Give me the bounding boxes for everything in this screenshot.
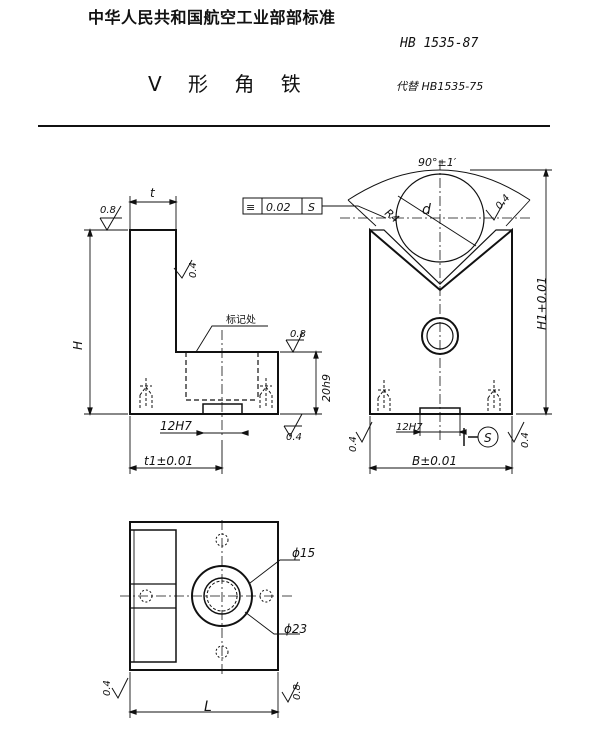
side-view [242, 160, 552, 474]
angle-tolerance: 90°±1′ [418, 156, 457, 169]
organization-header: 中华人民共和国航空工业部部标准 [88, 8, 336, 27]
dim-t1: t1±0.01 [144, 454, 193, 468]
standard-number: HB 1535-87 [400, 36, 479, 51]
dim-B: B±0.01 [412, 454, 457, 468]
front-left-screw-hidden [139, 378, 153, 409]
header-rule [38, 125, 550, 127]
side-view-outline [369, 227, 513, 415]
dim-d: d [422, 202, 431, 218]
datum-S: S [484, 431, 492, 445]
mark-label: 标记处 [226, 314, 256, 326]
front-view [84, 196, 322, 474]
dim-H: H [71, 341, 85, 350]
dim-R4: R4 [382, 206, 402, 225]
tol-frame-datum: S [308, 201, 315, 214]
dim-phi23: ϕ23 [284, 622, 307, 636]
rough-side-top: 0.4 [494, 193, 513, 212]
side-left-screw-hidden [377, 380, 391, 412]
rough-front-bottom: 0.4 [286, 432, 302, 443]
front-slot [202, 403, 243, 414]
dim-t: t [150, 186, 156, 200]
document-title: V 形 角 铁 [148, 72, 311, 96]
tol-frame-value: 0.02 [266, 201, 291, 214]
rough-top-right: 0.8 [292, 684, 303, 700]
dim-12H7-side: 12H7 [396, 422, 423, 433]
rough-top-left: 0.4 [102, 680, 113, 696]
tol-frame-symbol: ≡ [246, 201, 255, 214]
front-right-screw-hidden [259, 378, 273, 409]
dim-12H7-front: 12H7 [160, 419, 192, 433]
dim-L: L [204, 699, 212, 715]
top-view [111, 520, 300, 718]
front-hidden-lines [185, 352, 259, 401]
rough-side-left: 0.4 [348, 436, 359, 452]
dim-20h9: 20h9 [320, 374, 333, 402]
rough-front-top: 0.8 [100, 205, 116, 216]
rough-front-inner: 0.4 [188, 262, 199, 278]
rough-front-step: 0.8 [290, 329, 306, 340]
replaces-standard: 代替 HB1535-75 [396, 80, 484, 93]
side-right-screw-hidden [487, 380, 501, 412]
dim-phi15: ϕ15 [292, 546, 315, 560]
rough-side-right: 0.4 [520, 432, 531, 448]
dim-H1: H1+0.01 [535, 277, 549, 330]
